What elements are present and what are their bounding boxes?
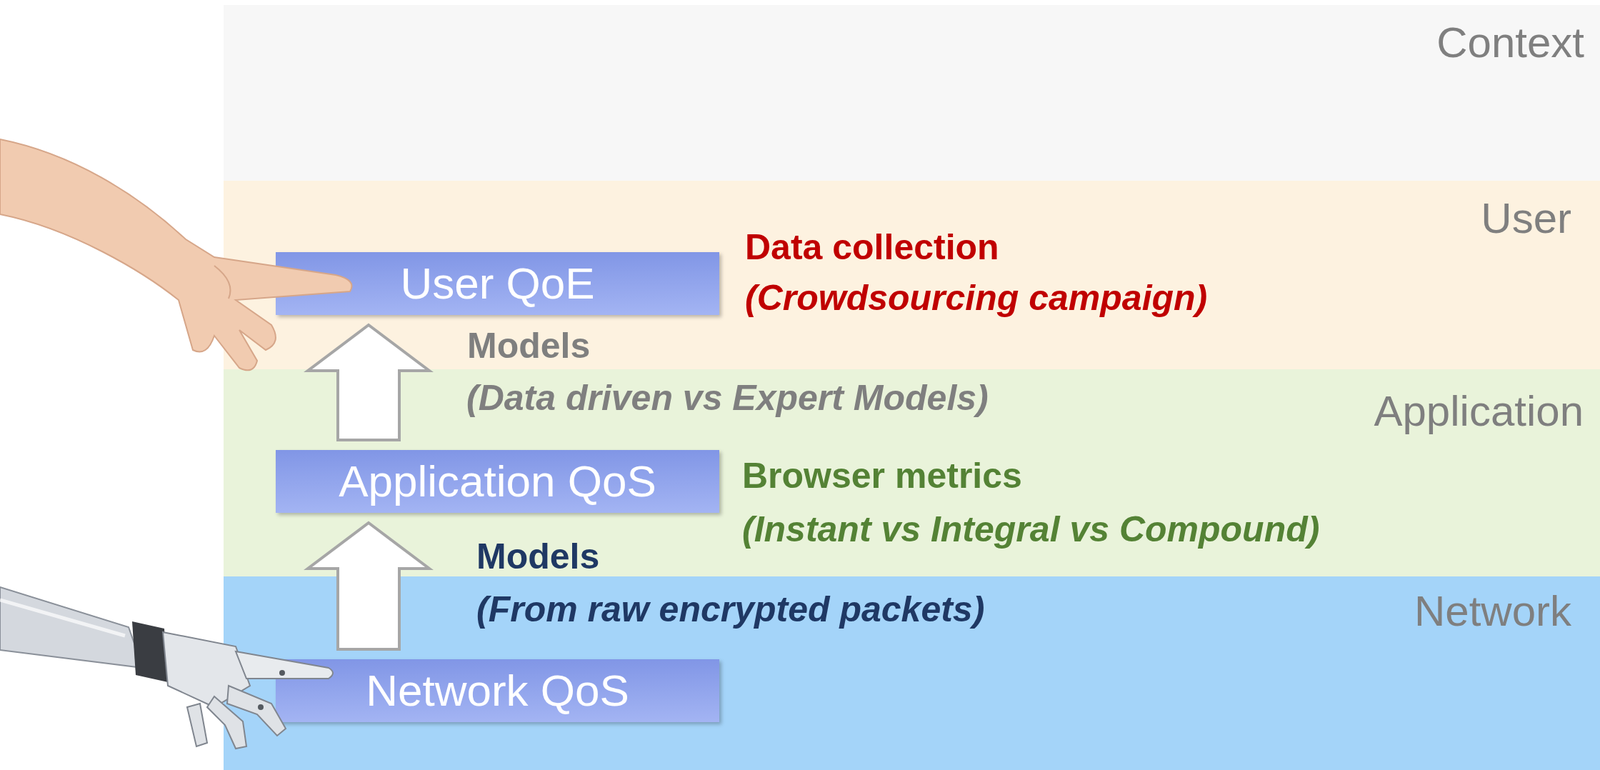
box-label: Application QoS xyxy=(338,455,657,507)
layer-band: UserUser QoE xyxy=(223,180,1600,370)
block-arrow xyxy=(307,522,430,650)
qos-box: User QoE xyxy=(275,252,720,315)
annotation-text: (Crowdsourcing campaign) xyxy=(745,276,1208,320)
qos-box: Network QoS xyxy=(275,659,720,723)
box-label: Network QoS xyxy=(365,665,630,716)
annotation-holder: Browser metrics xyxy=(742,454,1023,498)
layer-band: Context xyxy=(223,5,1600,181)
annotation-text: Browser metrics xyxy=(742,454,1023,498)
layer-label: User xyxy=(1480,193,1572,243)
box-label: User QoE xyxy=(400,257,595,309)
annotation-text: Models xyxy=(476,535,600,578)
annotation-holder: (From raw encrypted packets) xyxy=(476,587,985,631)
annotation-holder: (Crowdsourcing campaign) xyxy=(745,276,1208,320)
annotation-text: (From raw encrypted packets) xyxy=(476,587,985,631)
qos-box: Application QoS xyxy=(275,450,720,513)
annotation-holder: Models xyxy=(476,535,600,578)
robot-hand xyxy=(0,587,333,749)
annotation-holder: (Instant vs Integral vs Compound) xyxy=(742,507,1320,551)
layer-label: Network xyxy=(1414,586,1572,636)
annotation-text: Data collection xyxy=(745,225,1000,269)
layer-label-holder: Application xyxy=(1373,386,1584,436)
layer-label: Context xyxy=(1436,17,1585,68)
block-arrow xyxy=(307,325,430,440)
layer-label-holder: User xyxy=(1480,193,1572,243)
layer-label: Application xyxy=(1373,386,1584,436)
annotation-holder: Data collection xyxy=(745,225,1000,269)
annotation-holder: Models xyxy=(467,324,590,368)
layer-label-holder: Context xyxy=(1436,17,1585,68)
annotation-text: Models xyxy=(467,324,590,368)
annotation-text: (Instant vs Integral vs Compound) xyxy=(742,507,1320,551)
human-hand xyxy=(0,139,353,370)
layer-label-holder: Network xyxy=(1414,586,1572,636)
annotation-holder: (Data driven vs Expert Models) xyxy=(466,376,989,420)
annotation-text: (Data driven vs Expert Models) xyxy=(466,376,989,420)
